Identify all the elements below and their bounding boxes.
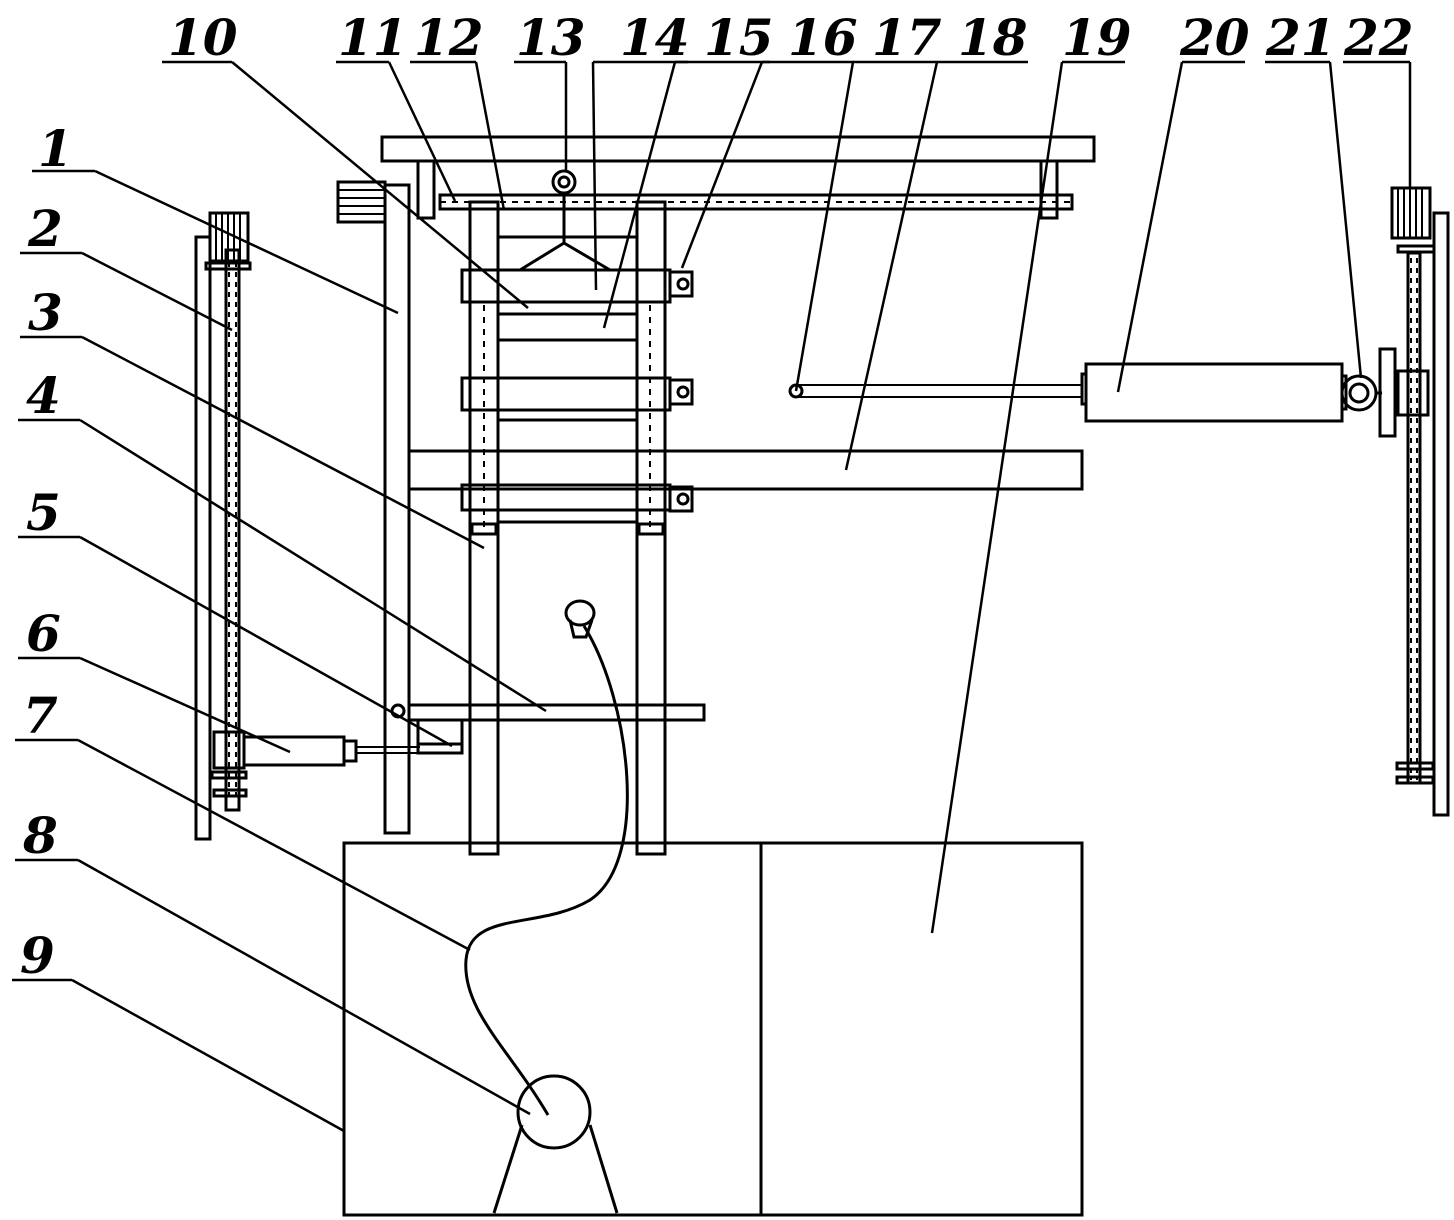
callout-3: 3 — [28, 283, 63, 342]
callout-9: 9 — [20, 926, 55, 985]
lower-bracket — [390, 703, 706, 755]
callout-15: 15 — [704, 8, 774, 67]
callout-10: 10 — [168, 8, 238, 67]
callout-2: 2 — [27, 199, 63, 258]
callout-21: 21 — [1265, 8, 1336, 67]
callout-22: 22 — [1343, 8, 1414, 67]
callout-13: 13 — [516, 8, 586, 67]
callout-8: 8 — [22, 806, 58, 865]
callout-16: 16 — [788, 8, 858, 67]
callout-labels: 1 2 3 4 5 6 7 8 9 10 11 12 13 14 15 16 1… — [20, 8, 1414, 985]
horizontal-arm — [407, 449, 1084, 491]
left-screw-assembly — [194, 211, 420, 841]
callout-19: 19 — [1062, 8, 1132, 67]
leader-lines — [12, 60, 1412, 1133]
callout-18: 18 — [958, 8, 1028, 67]
left-vertical-post — [336, 180, 411, 835]
callout-17: 17 — [872, 8, 942, 67]
hose — [464, 599, 629, 1116]
right-cylinder — [788, 362, 1382, 423]
callout-20: 20 — [1179, 8, 1250, 67]
callout-7: 7 — [23, 686, 58, 745]
callout-1: 1 — [38, 119, 73, 178]
callout-12: 12 — [414, 8, 484, 67]
callout-14: 14 — [620, 8, 690, 67]
callout-5: 5 — [26, 483, 61, 542]
callout-4: 4 — [26, 366, 61, 425]
callout-6: 6 — [26, 604, 61, 663]
guide-columns — [460, 200, 694, 856]
callout-11: 11 — [338, 8, 408, 67]
base-box — [342, 841, 1084, 1217]
right-screw-assembly — [1378, 186, 1450, 817]
top-beam-assembly — [380, 135, 1096, 272]
